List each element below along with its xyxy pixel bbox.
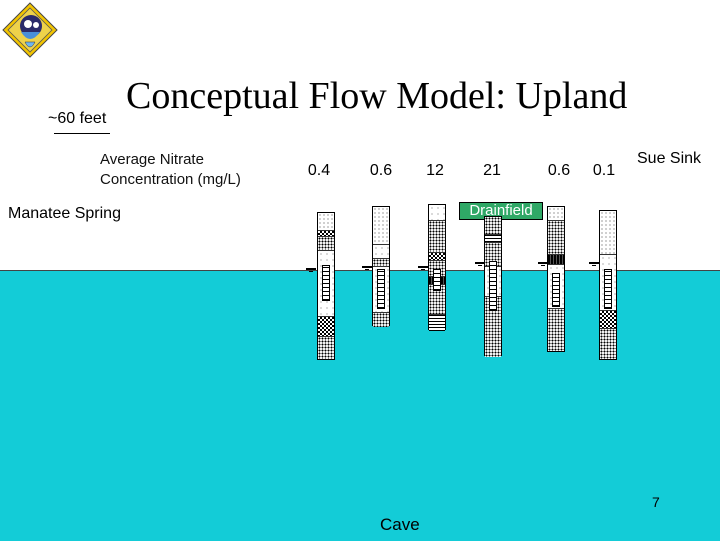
well-column-6	[599, 210, 617, 360]
well-column-1	[317, 212, 335, 360]
nitrate-value-4: 21	[483, 162, 501, 179]
nitrate-label-line2: Concentration (mg/L)	[100, 171, 241, 188]
cave-label: Cave	[380, 515, 420, 534]
nitrate-value-6: 0.1	[592, 162, 616, 179]
water-level-marker-3	[418, 266, 428, 270]
well-column-2	[372, 206, 390, 327]
water-level-marker-2	[362, 266, 372, 270]
water-level-marker-4	[475, 262, 485, 266]
nitrate-label-line1: Average Nitrate	[100, 151, 204, 168]
water-level-marker-5	[538, 262, 548, 266]
page-number: 7	[652, 494, 660, 510]
nitrate-value-2: 0.6	[369, 162, 393, 179]
well-column-5	[547, 206, 565, 352]
nitrate-value-5: 0.6	[547, 162, 571, 179]
logo-icon	[2, 2, 58, 58]
well-column-4	[484, 216, 502, 357]
well-column-3	[428, 204, 446, 331]
water-level-marker-1	[306, 268, 316, 272]
scale-label: ~60 feet	[48, 110, 107, 127]
manatee-spring-label: Manatee Spring	[8, 205, 121, 222]
page-title: Conceptual Flow Model: Upland	[126, 75, 628, 117]
scale-bar	[54, 133, 110, 134]
sue-sink-label: Sue Sink	[637, 150, 702, 167]
nitrate-value-3: 12	[426, 162, 444, 179]
nitrate-value-1: 0.4	[307, 162, 331, 179]
water-level-marker-6	[589, 262, 599, 266]
nitrate-label: Average Nitrate Concentration (mg/L)	[100, 150, 241, 190]
